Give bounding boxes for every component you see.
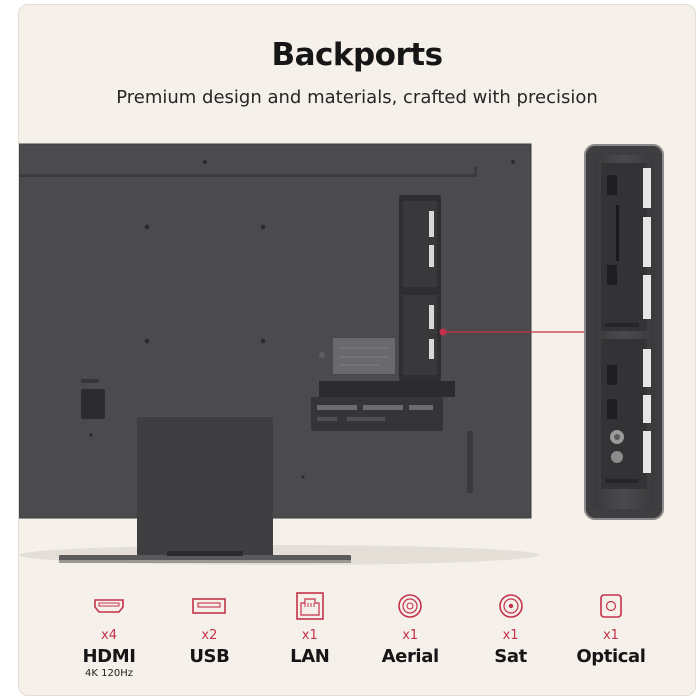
hdmi-spec: 4K 120Hz: [85, 668, 133, 679]
tv-back-illustration: [19, 143, 664, 565]
usb-label: USB: [189, 646, 230, 667]
hdmi-count: x4: [101, 628, 117, 643]
hdmi-port-icon: [94, 599, 124, 613]
feature-lan: x1 LAN: [270, 591, 350, 691]
feature-aerial: x1 Aerial: [370, 591, 450, 691]
port-feature-list: x4 HDMI 4K 120Hz x2 USB x1 LAN: [19, 591, 695, 691]
tv-back-panel: [19, 143, 532, 519]
usb-count: x2: [201, 628, 218, 643]
feature-hdmi: x4 HDMI 4K 120Hz: [69, 591, 149, 691]
aerial-port-icon: [398, 594, 422, 618]
tv-stand: [59, 415, 351, 563]
usb-port-icon: [192, 598, 227, 614]
hdmi-label: HDMI: [82, 646, 136, 667]
product-feature-card: Backports Premium design and materials, …: [18, 4, 696, 696]
lan-label: LAN: [290, 646, 330, 667]
feature-sat: x1 Sat: [471, 591, 551, 691]
callout-connector: [439, 328, 587, 336]
feature-usb: x2 USB: [169, 591, 249, 691]
zoomed-ports-panel: [584, 144, 664, 520]
satellite-port-icon: [498, 594, 523, 618]
sat-label: Sat: [494, 646, 527, 667]
lan-port-icon: [295, 592, 324, 620]
optical-count: x1: [602, 628, 619, 643]
page-subtitle: Premium design and materials, crafted wi…: [116, 87, 598, 108]
optical-port-icon: [600, 594, 622, 618]
lan-count: x1: [301, 628, 318, 643]
sat-count: x1: [502, 628, 519, 643]
aerial-label: Aerial: [381, 646, 440, 667]
aerial-count: x1: [402, 628, 419, 643]
feature-optical: x1 Optical: [571, 591, 651, 691]
page-title: Backports: [271, 37, 443, 73]
optical-label: Optical: [576, 646, 646, 667]
